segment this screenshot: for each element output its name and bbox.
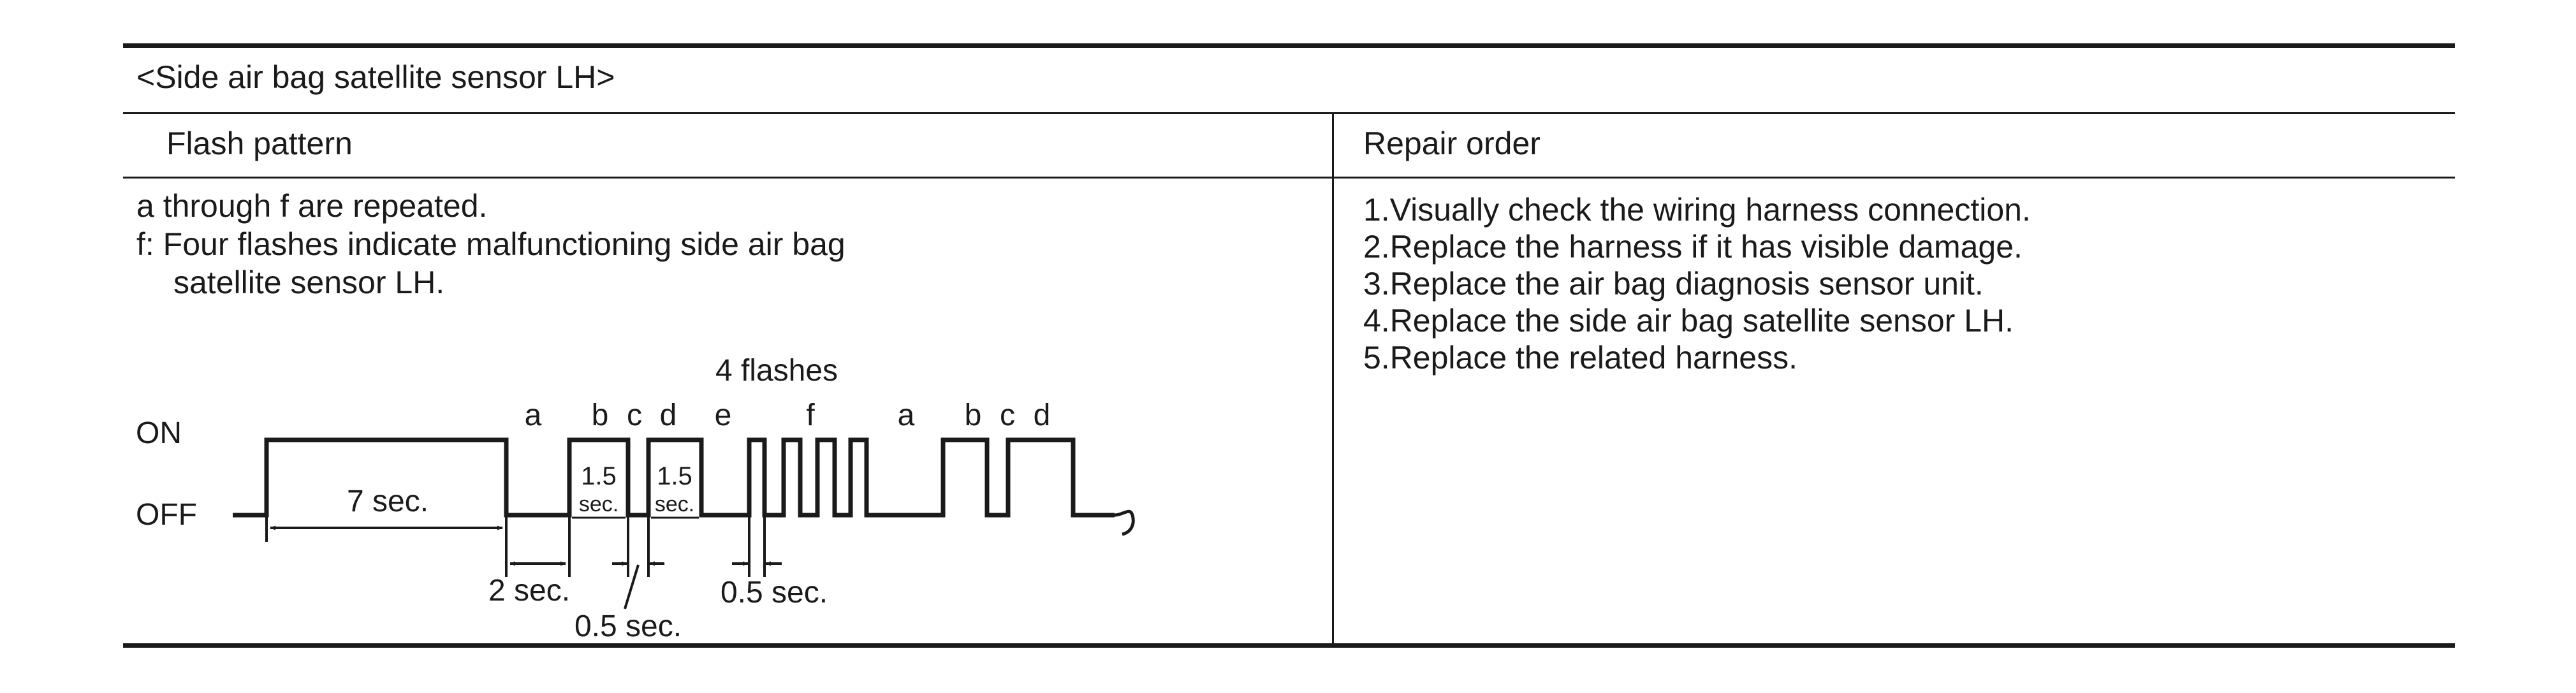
- pulse-two-unit: sec.: [655, 492, 694, 516]
- two-sec-label: 2 sec.: [488, 574, 570, 608]
- waveform-break: [1114, 509, 1135, 536]
- off-label: OFF: [136, 498, 197, 532]
- header-divider: [123, 177, 2455, 179]
- note-four-flashes-cont: satellite sensor LH.: [173, 265, 445, 300]
- column-header-flash-pattern: Flash pattern: [166, 126, 353, 161]
- repair-order-steps: 1.Visually check the wiring harness conn…: [1363, 191, 2031, 376]
- on-label: ON: [136, 416, 182, 450]
- segment-c-repeat-label: c: [1000, 398, 1015, 432]
- table-title: <Side air bag satellite sensor LH>: [136, 59, 615, 95]
- segment-c-label: c: [627, 398, 642, 432]
- table-bottom-rule: [123, 643, 2455, 648]
- pulse-two-duration: 1.5: [657, 462, 692, 490]
- column-header-repair-order: Repair order: [1363, 126, 1540, 161]
- seven-sec-label: 7 sec.: [347, 485, 428, 518]
- repair-step: 1.Visually check the wiring harness conn…: [1363, 192, 2031, 228]
- segment-e-label: e: [715, 398, 732, 432]
- segment-d-label: d: [660, 398, 677, 432]
- segment-b-repeat-label: b: [965, 398, 982, 432]
- half-sec-bottom-label: 0.5 sec.: [574, 609, 682, 643]
- repair-step: 3.Replace the air bag diagnosis sensor u…: [1363, 266, 1984, 302]
- half-sec-leader: [624, 564, 640, 609]
- segment-a-repeat-label: a: [898, 398, 915, 432]
- four-flashes-label: 4 flashes: [715, 354, 838, 388]
- flash-pattern-notes: a through f are repeated. f: Four flashe…: [136, 187, 845, 302]
- pulse-one-unit: sec.: [579, 492, 618, 516]
- repair-step: 4.Replace the side air bag satellite sen…: [1363, 303, 2014, 339]
- repair-step: 5.Replace the related harness.: [1363, 340, 1797, 376]
- waveform: [233, 437, 1115, 518]
- pulse-one-duration: 1.5: [581, 462, 617, 490]
- segment-a-label: a: [525, 398, 542, 432]
- title-divider: [123, 112, 2455, 114]
- table-top-rule: [123, 43, 2455, 48]
- note-four-flashes: f: Four flashes indicate malfunctioning …: [136, 226, 845, 262]
- column-divider: [1332, 113, 1334, 645]
- segment-d-repeat-label: d: [1034, 398, 1051, 432]
- segment-b-label: b: [592, 398, 609, 432]
- half-sec-right-label: 0.5 sec.: [721, 576, 828, 609]
- note-repeat: a through f are repeated.: [136, 188, 488, 224]
- repair-step: 2.Replace the harness if it has visible …: [1363, 229, 2023, 265]
- segment-f-label: f: [806, 398, 815, 432]
